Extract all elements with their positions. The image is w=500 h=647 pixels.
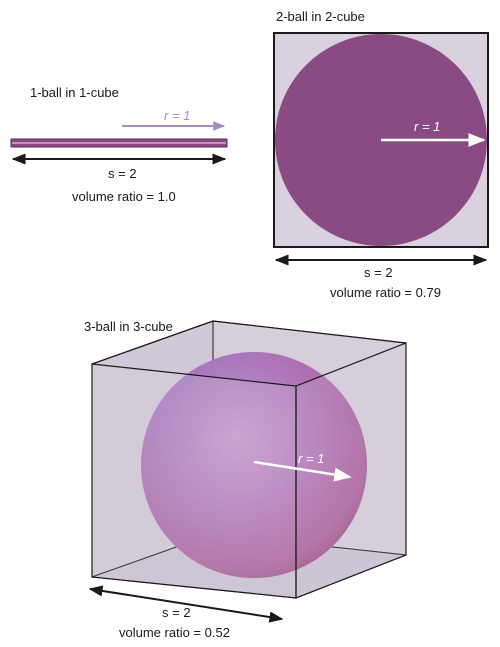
panel-2d-title: 2-ball in 2-cube — [276, 9, 365, 24]
ratio-label-1d: volume ratio = 1.0 — [72, 189, 176, 204]
panel-3d-title: 3-ball in 3-cube — [84, 319, 173, 334]
side-label-3d: s = 2 — [162, 605, 191, 620]
radius-label-3d: r = 1 — [298, 451, 324, 466]
panel-1d: 1-ball in 1-cube r = 1 s = 2 volume rati… — [10, 85, 228, 204]
radius-label-1d: r = 1 — [164, 108, 190, 123]
ratio-label-2d: volume ratio = 0.79 — [330, 285, 441, 300]
panel-3d: 3-ball in 3-cube r = 1 s = 2 volume rati… — [84, 319, 407, 640]
radius-label-2d: r = 1 — [414, 119, 440, 134]
panel-2d: 2-ball in 2-cube r = 1 s = 2 volume rati… — [273, 9, 489, 300]
sphere-shading — [141, 352, 367, 578]
cube-front-face — [91, 363, 297, 599]
side-label-1d: s = 2 — [108, 166, 137, 181]
side-label-2d: s = 2 — [364, 265, 393, 280]
radius-arrow-3d — [253, 460, 352, 482]
panel-1d-title: 1-ball in 1-cube — [30, 85, 119, 100]
ratio-label-3d: volume ratio = 0.52 — [119, 625, 230, 640]
cube-top-edges — [91, 320, 407, 365]
side-arrow-3d — [88, 585, 284, 623]
